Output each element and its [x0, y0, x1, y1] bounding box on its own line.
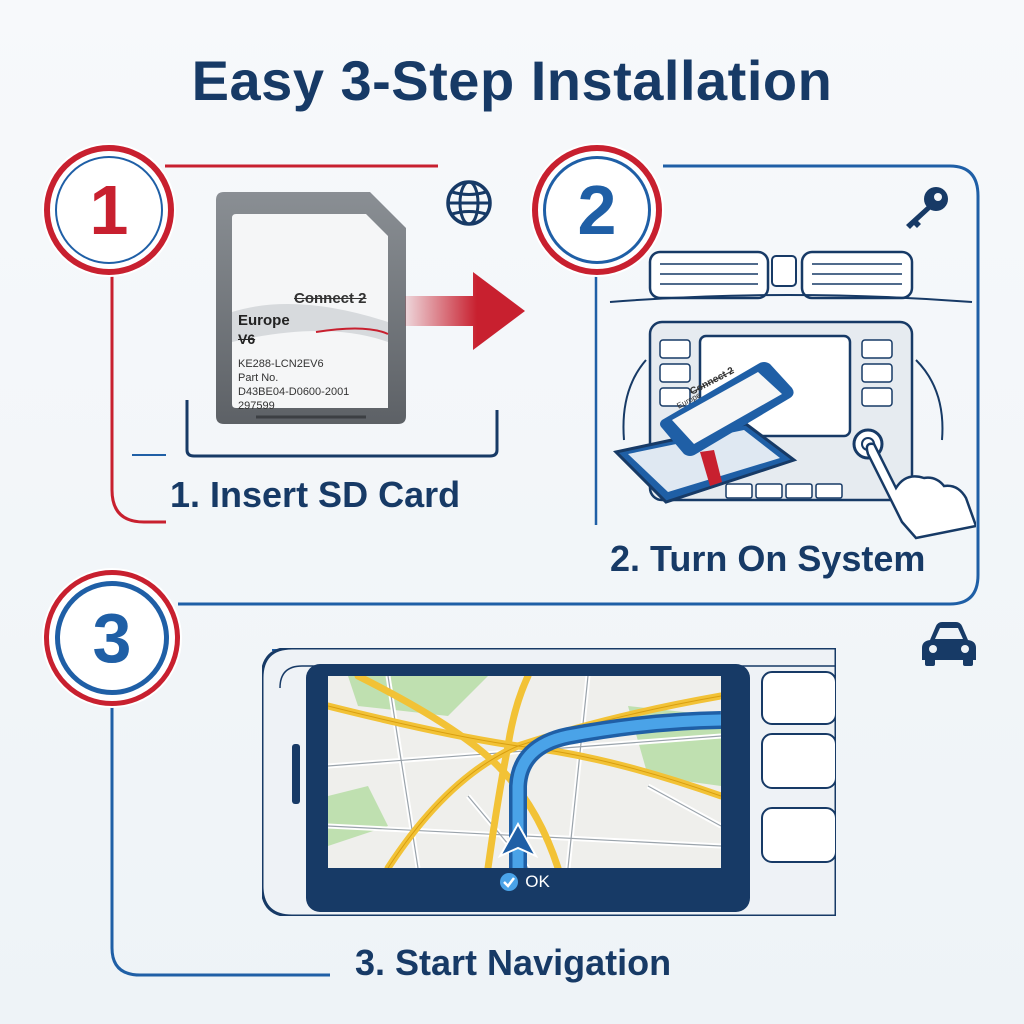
car-icon [922, 622, 976, 666]
sd-card-version: V6 [238, 331, 256, 347]
sd-card-brand: Connect 2 [294, 290, 367, 307]
car-dashboard [609, 250, 976, 540]
step-3-label: 3. Start Navigation [355, 942, 672, 983]
arrow-right-icon [405, 272, 525, 350]
step-3-badge: 3 [44, 570, 180, 706]
sd-card-region: Europe [238, 312, 290, 329]
sd-card-serial: 297599 [238, 400, 275, 412]
step-2-label: 2. Turn On System [610, 538, 926, 579]
step-2-badge: 2 [532, 145, 662, 275]
check-icon [500, 873, 519, 891]
sd-card-part-label: Part No. [238, 372, 279, 384]
navigation-map [328, 676, 721, 868]
ok-label: OK [525, 872, 550, 891]
page-title: Easy 3-Step Installation [191, 49, 833, 112]
sd-card [216, 192, 406, 424]
sd-card-code: KE288-LCN2EV6 [238, 358, 324, 370]
globe-icon [446, 180, 492, 226]
ok-button[interactable]: OK [328, 868, 721, 896]
step-1-badge: 1 [44, 145, 174, 275]
step-1-label: 1. Insert SD Card [170, 474, 461, 515]
key-icon [906, 187, 948, 229]
sd-card-part-number: D43BE04-D0600-2001 [238, 386, 350, 398]
